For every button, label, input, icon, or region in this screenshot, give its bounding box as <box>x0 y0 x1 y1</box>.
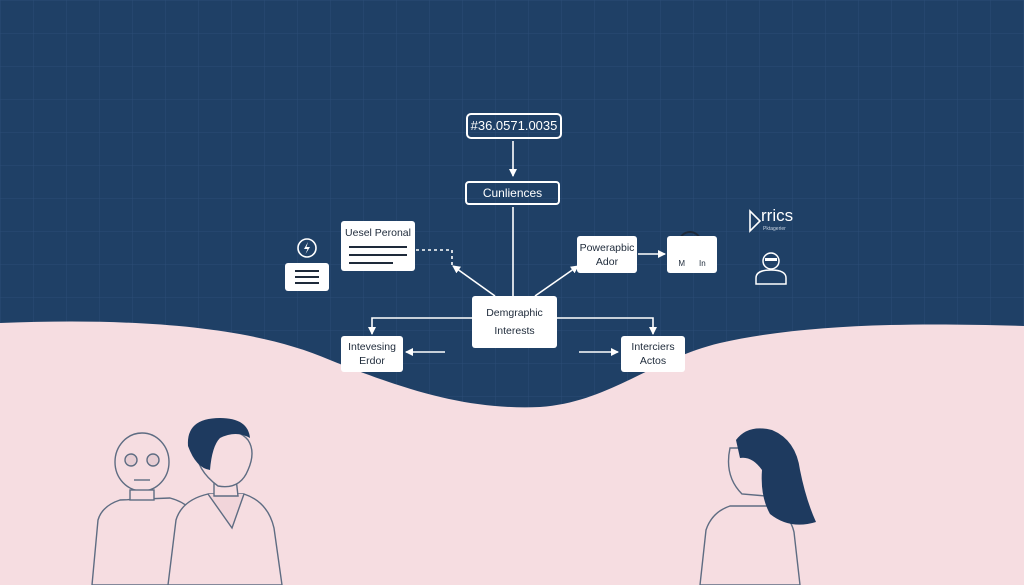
node-powergraphic[interactable]: Powerapbic Ador <box>577 236 637 273</box>
node-cunliences-label: Cunliences <box>482 186 543 200</box>
brand-wordmark: rrics <box>747 206 793 226</box>
node-demographic-line-1: Demgraphic <box>486 307 543 319</box>
avatar-card-label-m: M <box>678 259 685 268</box>
node-interciers-line-1: Interciers <box>631 341 675 353</box>
connector-demographic-to-powergraphic <box>534 265 579 297</box>
brand-subtitle: Pktagerier <box>763 226 786 232</box>
man-person <box>167 418 283 585</box>
node-persona-label: Uesel Peronal <box>345 227 411 239</box>
node-interciers-line-2: Actos <box>639 355 667 367</box>
node-card-left[interactable] <box>285 263 329 291</box>
node-intevesing-line-2: Erdor <box>359 355 385 367</box>
woman-person <box>699 428 816 585</box>
node-avatar-card[interactable]: M In <box>667 236 717 273</box>
node-intevesing-line-1: Intevesing <box>348 341 396 353</box>
lightning-icon <box>297 238 317 258</box>
card-text-line <box>295 270 319 272</box>
brand-logo-icon <box>749 209 762 233</box>
avatar-card-label-in: In <box>699 259 706 268</box>
node-demographic[interactable]: Demgraphic Interests <box>472 296 557 348</box>
persona-text-line <box>349 254 407 256</box>
connector-demographic-to-persona <box>452 265 496 297</box>
persona-text-line <box>349 246 407 248</box>
persona-text-line <box>349 262 393 264</box>
node-top-label: #36.0571.0035 <box>470 118 558 133</box>
avatar-card-labels: M In <box>678 259 705 268</box>
node-powergraphic-line-2: Ador <box>595 255 619 268</box>
connector-persona-dashed <box>416 249 453 268</box>
node-demographic-line-2: Interests <box>494 325 535 337</box>
brand-text: rrics <box>761 206 794 225</box>
node-persona[interactable]: Uesel Peronal <box>341 221 415 271</box>
node-cunliences[interactable]: Cunliences <box>465 181 560 205</box>
avatar-icon <box>755 252 787 285</box>
connector-demographic-left <box>368 317 472 335</box>
card-text-line <box>295 282 319 284</box>
connector-lines <box>368 141 666 356</box>
node-top-id[interactable]: #36.0571.0035 <box>466 113 562 139</box>
connector-demographic-right <box>557 317 657 335</box>
node-intevesing[interactable]: Intevesing Erdor <box>341 336 403 372</box>
card-text-line <box>295 276 319 278</box>
node-interciers[interactable]: Interciers Actos <box>621 336 685 372</box>
node-powergraphic-line-1: Powerapbic <box>579 241 635 254</box>
